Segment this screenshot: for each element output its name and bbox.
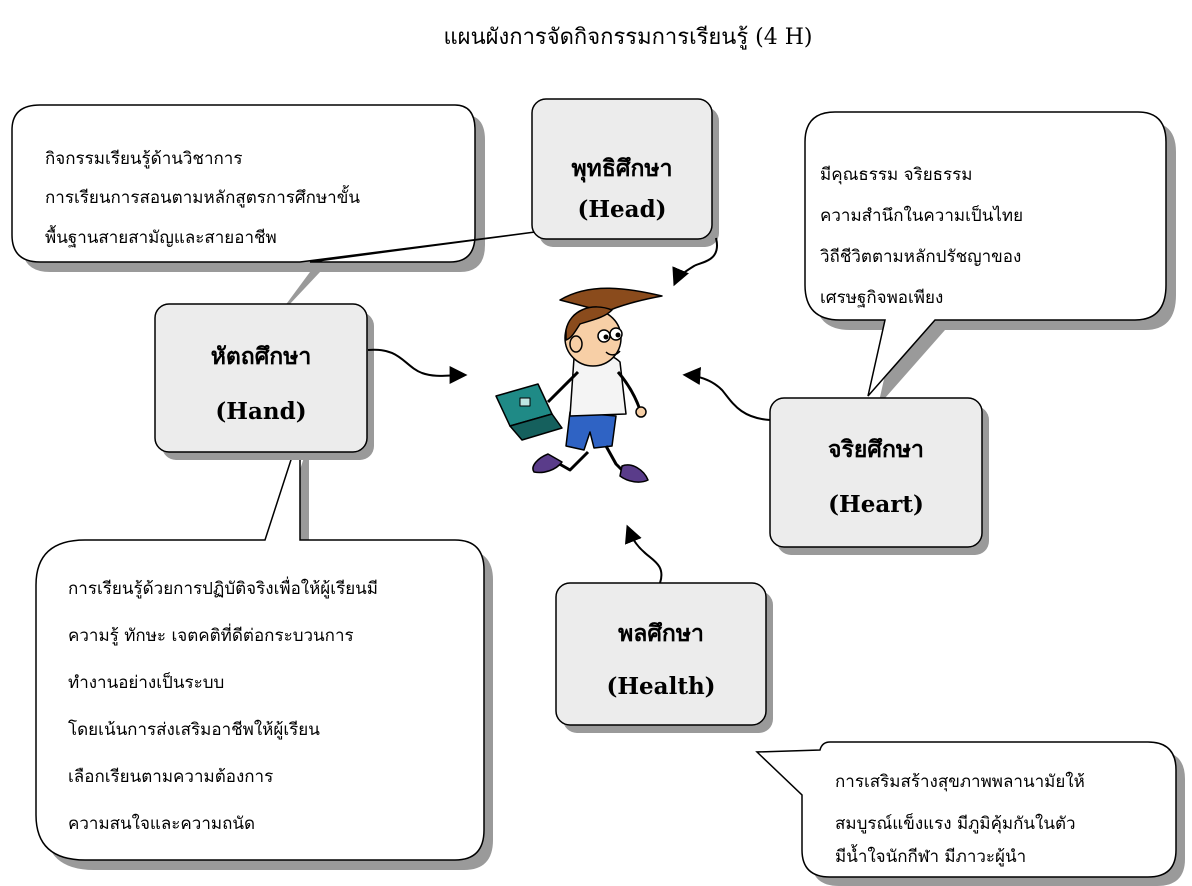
hand-box-subtitle: (Hand) — [215, 398, 306, 425]
head-box-subtitle: (Head) — [577, 196, 666, 223]
hand-bubble-line-2: ความรู้ ทักษะ เจตคติที่ดีต่อกระบวนการ — [68, 623, 354, 646]
hand-bubble-line-5: เลือกเรียนตามความต้องการ — [68, 767, 273, 787]
head-bubble-line-1: กิจกรรมเรียนรู้ด้านวิชาการ — [45, 149, 242, 169]
hand-bubble: การเรียนรู้ด้วยการปฏิบัติจริงเพื่อให้ผู้… — [35, 431, 493, 870]
hand-box: หัตถศึกษา (Hand) — [154, 303, 374, 460]
running-student-icon — [495, 287, 663, 483]
health-box-subtitle: (Health) — [606, 673, 715, 700]
diagram-title: แผนผังการจัดกิจกรรมการเรียนรู้ (4 H) — [444, 25, 813, 50]
heart-bubble-line-3: วิถีชีวิตตามหลักปรัชญาของ — [820, 247, 1022, 267]
heart-arrow — [682, 367, 771, 421]
health-bubble-line-2: สมบูรณ์แข็งแรง มีภูมิคุ้มกันในตัว — [835, 812, 1076, 834]
head-box-title: พุทธิศึกษา — [572, 155, 673, 183]
heart-bubble-line-2: ความสำนึกในความเป็นไทย — [820, 204, 1023, 226]
health-bubble-line-1: การเสริมสร้างสุขภาพพลานามัยให้ — [835, 771, 1085, 792]
hand-bubble-line-6: ความสนใจและความถนัด — [68, 813, 255, 834]
heart-box-subtitle: (Heart) — [828, 491, 924, 518]
health-bubble: การเสริมสร้างสุขภาพพลานามัยให้ สมบูรณ์แข… — [755, 741, 1185, 886]
hand-bubble-line-4: โดยเน้นการส่งเสริมอาชีพให้ผู้เรียน — [68, 719, 320, 740]
heart-bubble-line-1: มีคุณธรรม จริยธรรม — [820, 165, 973, 185]
hand-bubble-line-3: ทำงานอย่างเป็นระบบ — [68, 671, 224, 693]
health-box-title: พลศึกษา — [618, 620, 704, 647]
hand-arrow — [367, 348, 468, 385]
heart-box-title: จริยศึกษา — [828, 436, 924, 463]
hand-box-title: หัตถศึกษา — [211, 343, 312, 370]
head-arrow — [672, 237, 719, 287]
head-bubble-line-2: การเรียนการสอนตามหลักสูตรการศึกษาขั้น — [45, 185, 360, 208]
heart-bubble: มีคุณธรรม จริยธรรม ความสำนึกในความเป็นไท… — [804, 111, 1176, 406]
heart-box: จริยศึกษา (Heart) — [769, 397, 989, 555]
heart-bubble-line-4: เศรษฐกิจพอเพียง — [820, 288, 943, 308]
health-bubble-line-3: มีน้ำใจนักกีฬา มีภาวะผู้นำ — [835, 844, 1026, 867]
health-arrow — [624, 524, 663, 584]
head-bubble: กิจกรรมเรียนรู้ด้านวิชาการ การเรียนการสอ… — [11, 104, 536, 322]
head-box: พุทธิศึกษา (Head) — [531, 98, 719, 247]
head-bubble-line-3: พื้นฐานสายสามัญและสายอาชีพ — [45, 225, 277, 248]
health-box: พลศึกษา (Health) — [555, 582, 773, 733]
hand-bubble-line-1: การเรียนรู้ด้วยการปฏิบัติจริงเพื่อให้ผู้… — [68, 576, 378, 599]
